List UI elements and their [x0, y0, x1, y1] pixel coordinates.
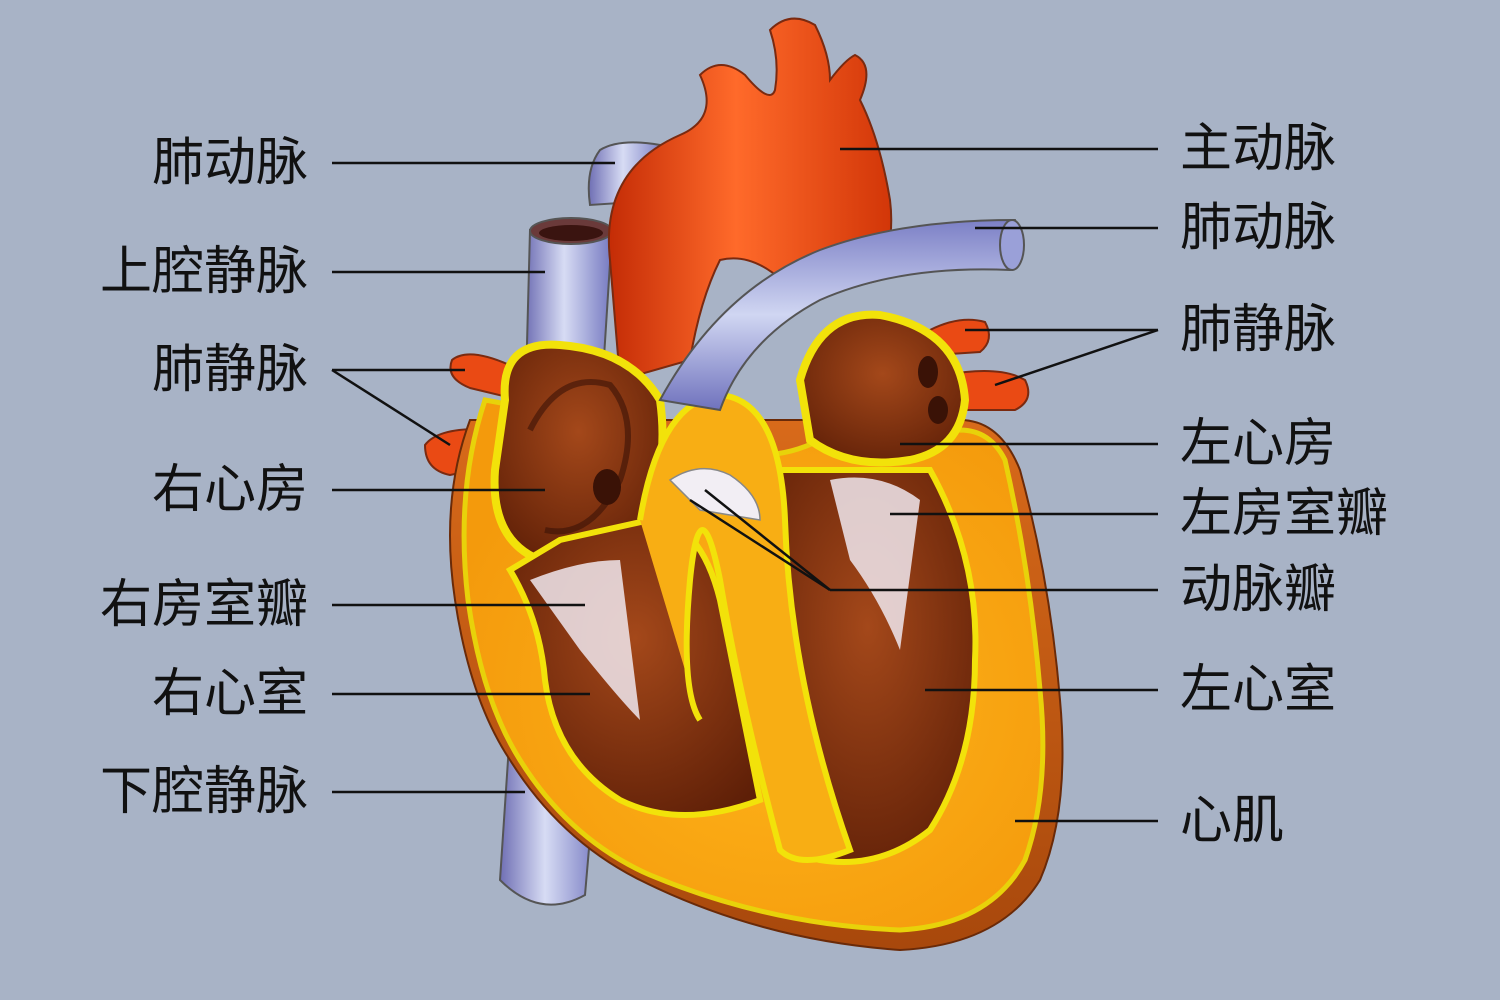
label-left-ventricle: 左心室	[1180, 660, 1337, 720]
label-inferior-vena-cava: 下腔静脉	[99, 762, 308, 822]
label-right-ventricle: 右心室	[151, 664, 308, 724]
label-pulmonary-artery-left: 肺动脉	[151, 133, 308, 193]
leader-lines	[331, 147, 1159, 823]
septum	[637, 391, 854, 863]
label-left-atrium: 左心房	[1180, 414, 1337, 474]
label-tricuspid-valve: 右房室瓣	[99, 575, 308, 635]
tricuspid-valve-leaflets	[530, 560, 640, 720]
label-pulmonary-artery-right: 肺动脉	[1180, 198, 1337, 258]
label-superior-vena-cava: 上腔静脉	[99, 242, 308, 302]
label-aorta: 主动脉	[1180, 119, 1337, 179]
label-myocardium: 心肌	[1180, 791, 1285, 851]
left-atrium-chamber	[795, 310, 970, 467]
arterial-valve-leaflets	[668, 467, 761, 521]
label-pulmonary-veins-right: 肺静脉	[1180, 300, 1337, 360]
label-pulmonary-veins-left: 肺静脉	[151, 340, 308, 400]
label-mitral-valve: 左房室瓣	[1180, 484, 1389, 544]
label-right-atrium: 右心房	[151, 460, 308, 520]
mitral-valve-leaflets	[830, 477, 920, 650]
label-arterial-valve: 动脉瓣	[1180, 560, 1337, 620]
